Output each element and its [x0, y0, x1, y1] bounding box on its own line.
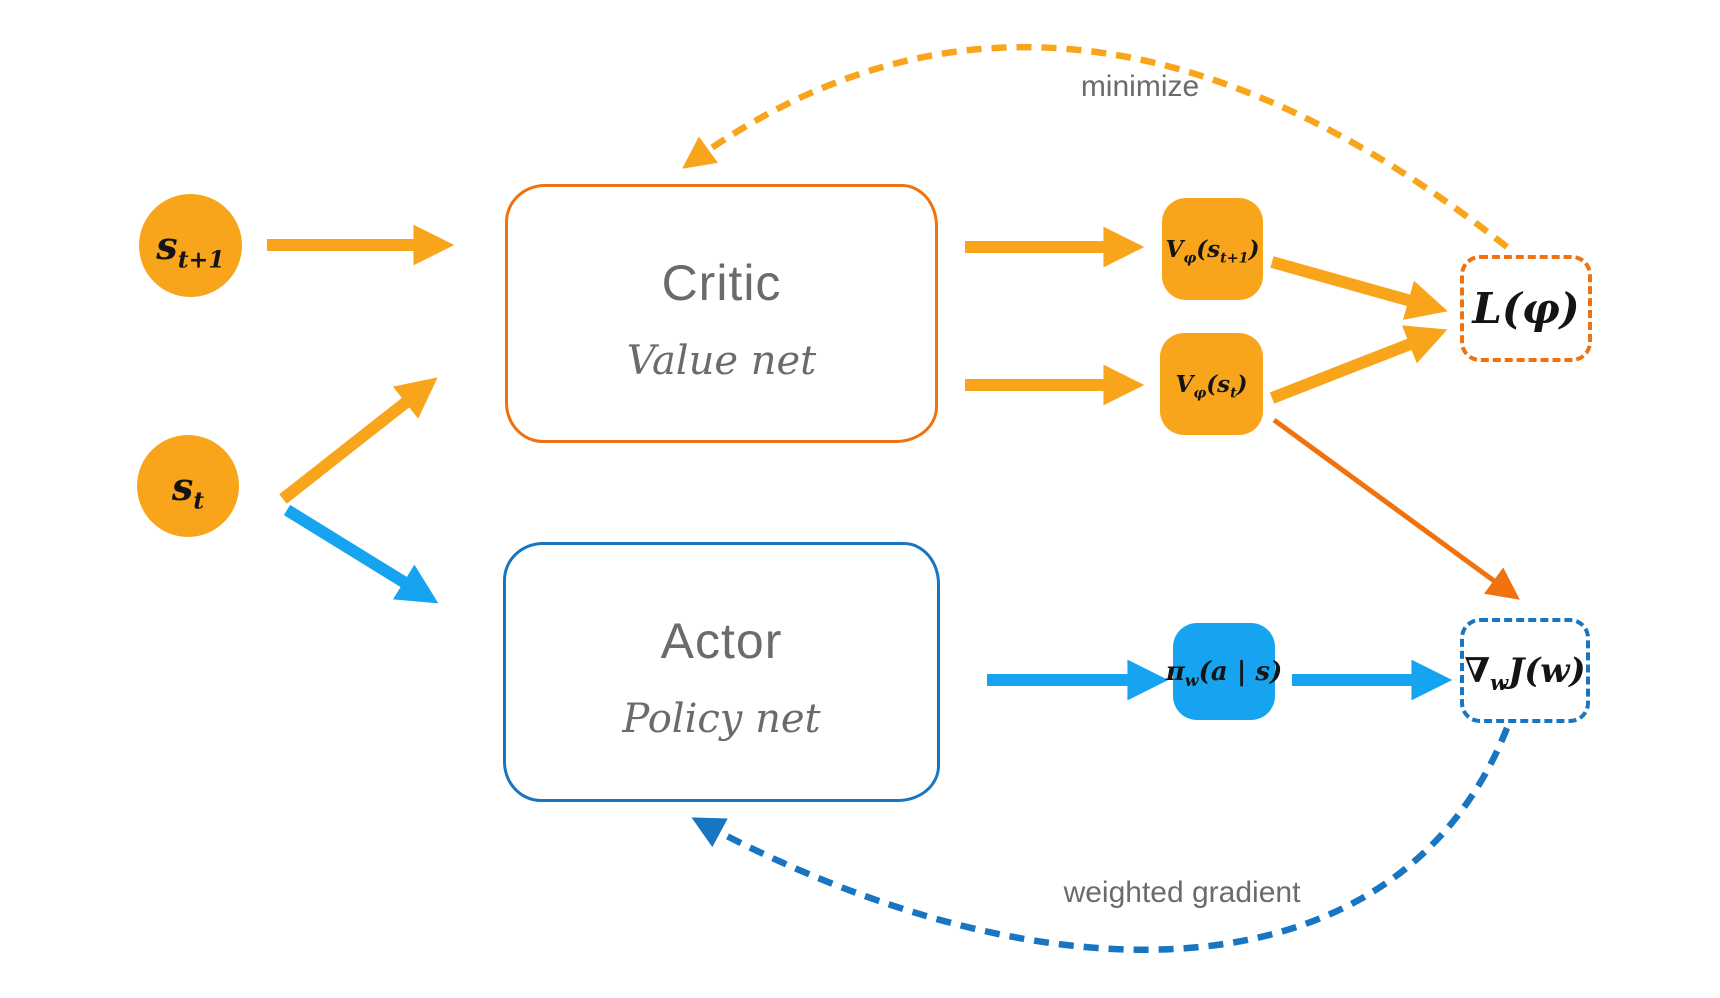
arrow-vt-to-loss — [1269, 325, 1448, 404]
loss-label: L(φ) — [1472, 284, 1580, 333]
actor-box: Actor Policy net — [503, 542, 940, 802]
value-t-box: Vφ(st) — [1160, 333, 1263, 435]
state-next-node: st+1 — [139, 194, 242, 297]
minimize-edge-label: minimize — [1080, 70, 1200, 103]
value-t-label: Vφ(st) — [1175, 370, 1248, 402]
gradient-w-subscript: w — [1489, 669, 1509, 695]
weighted-gradient-edge-label: weighted gradient — [1063, 876, 1301, 909]
loss-box: L(φ) — [1460, 255, 1592, 362]
policy-w-subscript: w — [1184, 670, 1199, 690]
state-next-label: st+1 — [156, 223, 225, 274]
gradient-label: ∇wJ(w) — [1464, 650, 1586, 695]
arrow-vnext-to-loss — [1270, 256, 1448, 320]
policy-output-box: πw(a | s) — [1166, 623, 1282, 720]
policy-output-label: πw(a | s) — [1165, 656, 1283, 690]
value-t-phi-subscript: φ — [1193, 385, 1207, 402]
state-t-subscript: t — [193, 486, 205, 515]
critic-subtitle: Value net — [626, 337, 817, 384]
state-t-label: st — [171, 463, 205, 515]
value-next-box: Vφ(st+1) — [1162, 198, 1263, 300]
arrow-st-to-critic — [279, 377, 438, 504]
arrow-vt-to-grad — [1272, 417, 1520, 600]
state-t-node: st — [137, 435, 239, 537]
actor-subtitle: Policy net — [622, 696, 821, 742]
critic-title: Critic — [661, 254, 782, 311]
actor-title: Actor — [660, 613, 783, 669]
value-next-phi-subscript: φ — [1183, 250, 1197, 267]
critic-box: Critic Value net — [505, 184, 938, 443]
arrow-weighted-gradient-grad-to-actor — [691, 726, 1511, 953]
arrow-minimize-loss-to-critic — [682, 44, 1510, 250]
value-next-label: Vφ(st+1) — [1165, 235, 1260, 267]
gradient-box: ∇wJ(w) — [1460, 618, 1590, 723]
state-next-subscript: t+1 — [177, 245, 225, 274]
arrow-st-to-actor — [283, 504, 439, 604]
value-next-t-subscript: t+1 — [1220, 250, 1249, 267]
value-t-t-subscript: t — [1230, 385, 1237, 402]
